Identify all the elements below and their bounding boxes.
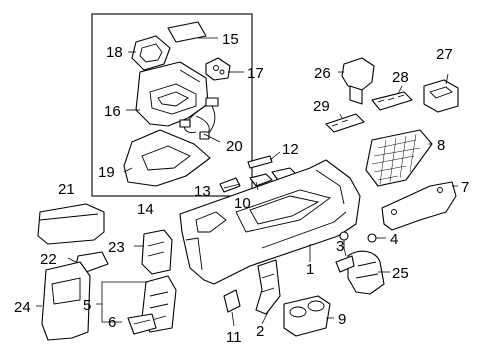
part-9-cup-holder (283, 295, 331, 337)
callout-20: 20 (226, 138, 243, 155)
callout-9: 9 (338, 311, 346, 328)
callout-27: 27 (436, 46, 453, 63)
callout-19: 19 (98, 164, 115, 181)
part-15-pad (167, 21, 207, 43)
part-10-pads (249, 167, 297, 187)
part-2-bracket (255, 259, 281, 315)
part-16-panel (135, 61, 209, 127)
part-7-side-panel (381, 181, 457, 231)
callout-7: 7 (461, 179, 469, 196)
part-25-shifter (335, 250, 385, 295)
part-24-rear-cover (41, 261, 91, 341)
part-21-armrest (37, 203, 105, 245)
callout-5: 5 (83, 297, 91, 314)
callout-13: 13 (194, 183, 211, 200)
callout-21: 21 (58, 181, 75, 198)
callout-26: 26 (314, 65, 331, 82)
part-20-harness (179, 97, 219, 140)
part-18-ring (131, 35, 171, 71)
callout-24: 24 (14, 299, 31, 316)
part-28-switch (371, 91, 413, 111)
callout-12: 12 (282, 141, 299, 158)
callout-15: 15 (222, 31, 239, 48)
part-11-clip (223, 289, 241, 313)
leader-lines (36, 37, 458, 327)
callout-23: 23 (108, 239, 125, 256)
callout-14: 14 (137, 201, 154, 218)
callout-28: 28 (392, 69, 409, 86)
part-19-trim (123, 129, 211, 187)
part-26-knob (341, 57, 375, 105)
callout-16: 16 (104, 103, 121, 120)
callout-11: 11 (226, 329, 242, 346)
part-6-bracket (127, 313, 157, 335)
callout-22: 22 (40, 251, 57, 268)
callout-29: 29 (313, 98, 330, 115)
callout-labels: 15 18 17 16 20 19 14 26 27 28 29 8 7 12 … (14, 31, 469, 346)
part-1-console (179, 159, 361, 285)
part-13-clip (219, 177, 241, 193)
part-17-clip (205, 57, 231, 81)
part-4-grommet (367, 233, 377, 243)
callout-1: 1 (306, 261, 314, 278)
callout-3: 3 (336, 238, 344, 255)
callout-4: 4 (390, 231, 398, 248)
part-27-block (423, 79, 459, 113)
part-12-strip (247, 155, 273, 169)
callout-10: 10 (234, 195, 251, 212)
part-23-bracket (141, 229, 173, 275)
callout-25: 25 (392, 265, 409, 282)
callout-6: 6 (108, 314, 116, 331)
inset-box (91, 13, 253, 197)
callout-2: 2 (256, 323, 264, 340)
callout-17: 17 (247, 65, 264, 82)
callout-18: 18 (106, 44, 123, 61)
part-3-bolt (339, 231, 349, 248)
part-29-switch (325, 113, 365, 133)
part-8-mesh (365, 129, 433, 187)
callout-8: 8 (437, 137, 445, 154)
